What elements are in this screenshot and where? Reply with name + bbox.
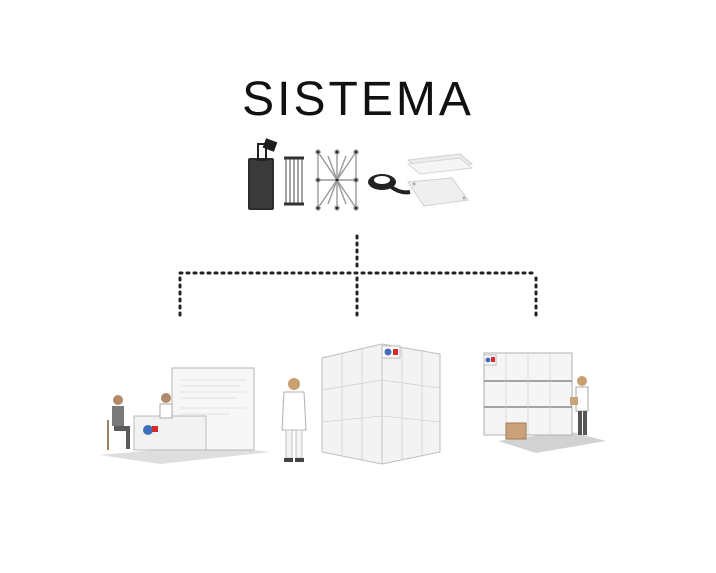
magnetic-strip-roll-icon xyxy=(368,174,411,195)
booth-with-desk-illustration xyxy=(100,367,270,464)
carry-case-icon xyxy=(248,138,278,210)
folded-frame-icon xyxy=(284,156,304,206)
wall-booth-with-shelves-illustration xyxy=(483,352,606,453)
enclosed-cube-booth-illustration xyxy=(321,343,441,465)
components-row xyxy=(248,138,474,211)
fabric-panels-icon xyxy=(406,153,474,207)
expanded-frame-icon xyxy=(315,149,359,211)
page-title: SISTEMA xyxy=(242,73,474,126)
standing-doctor-figure xyxy=(281,378,307,462)
